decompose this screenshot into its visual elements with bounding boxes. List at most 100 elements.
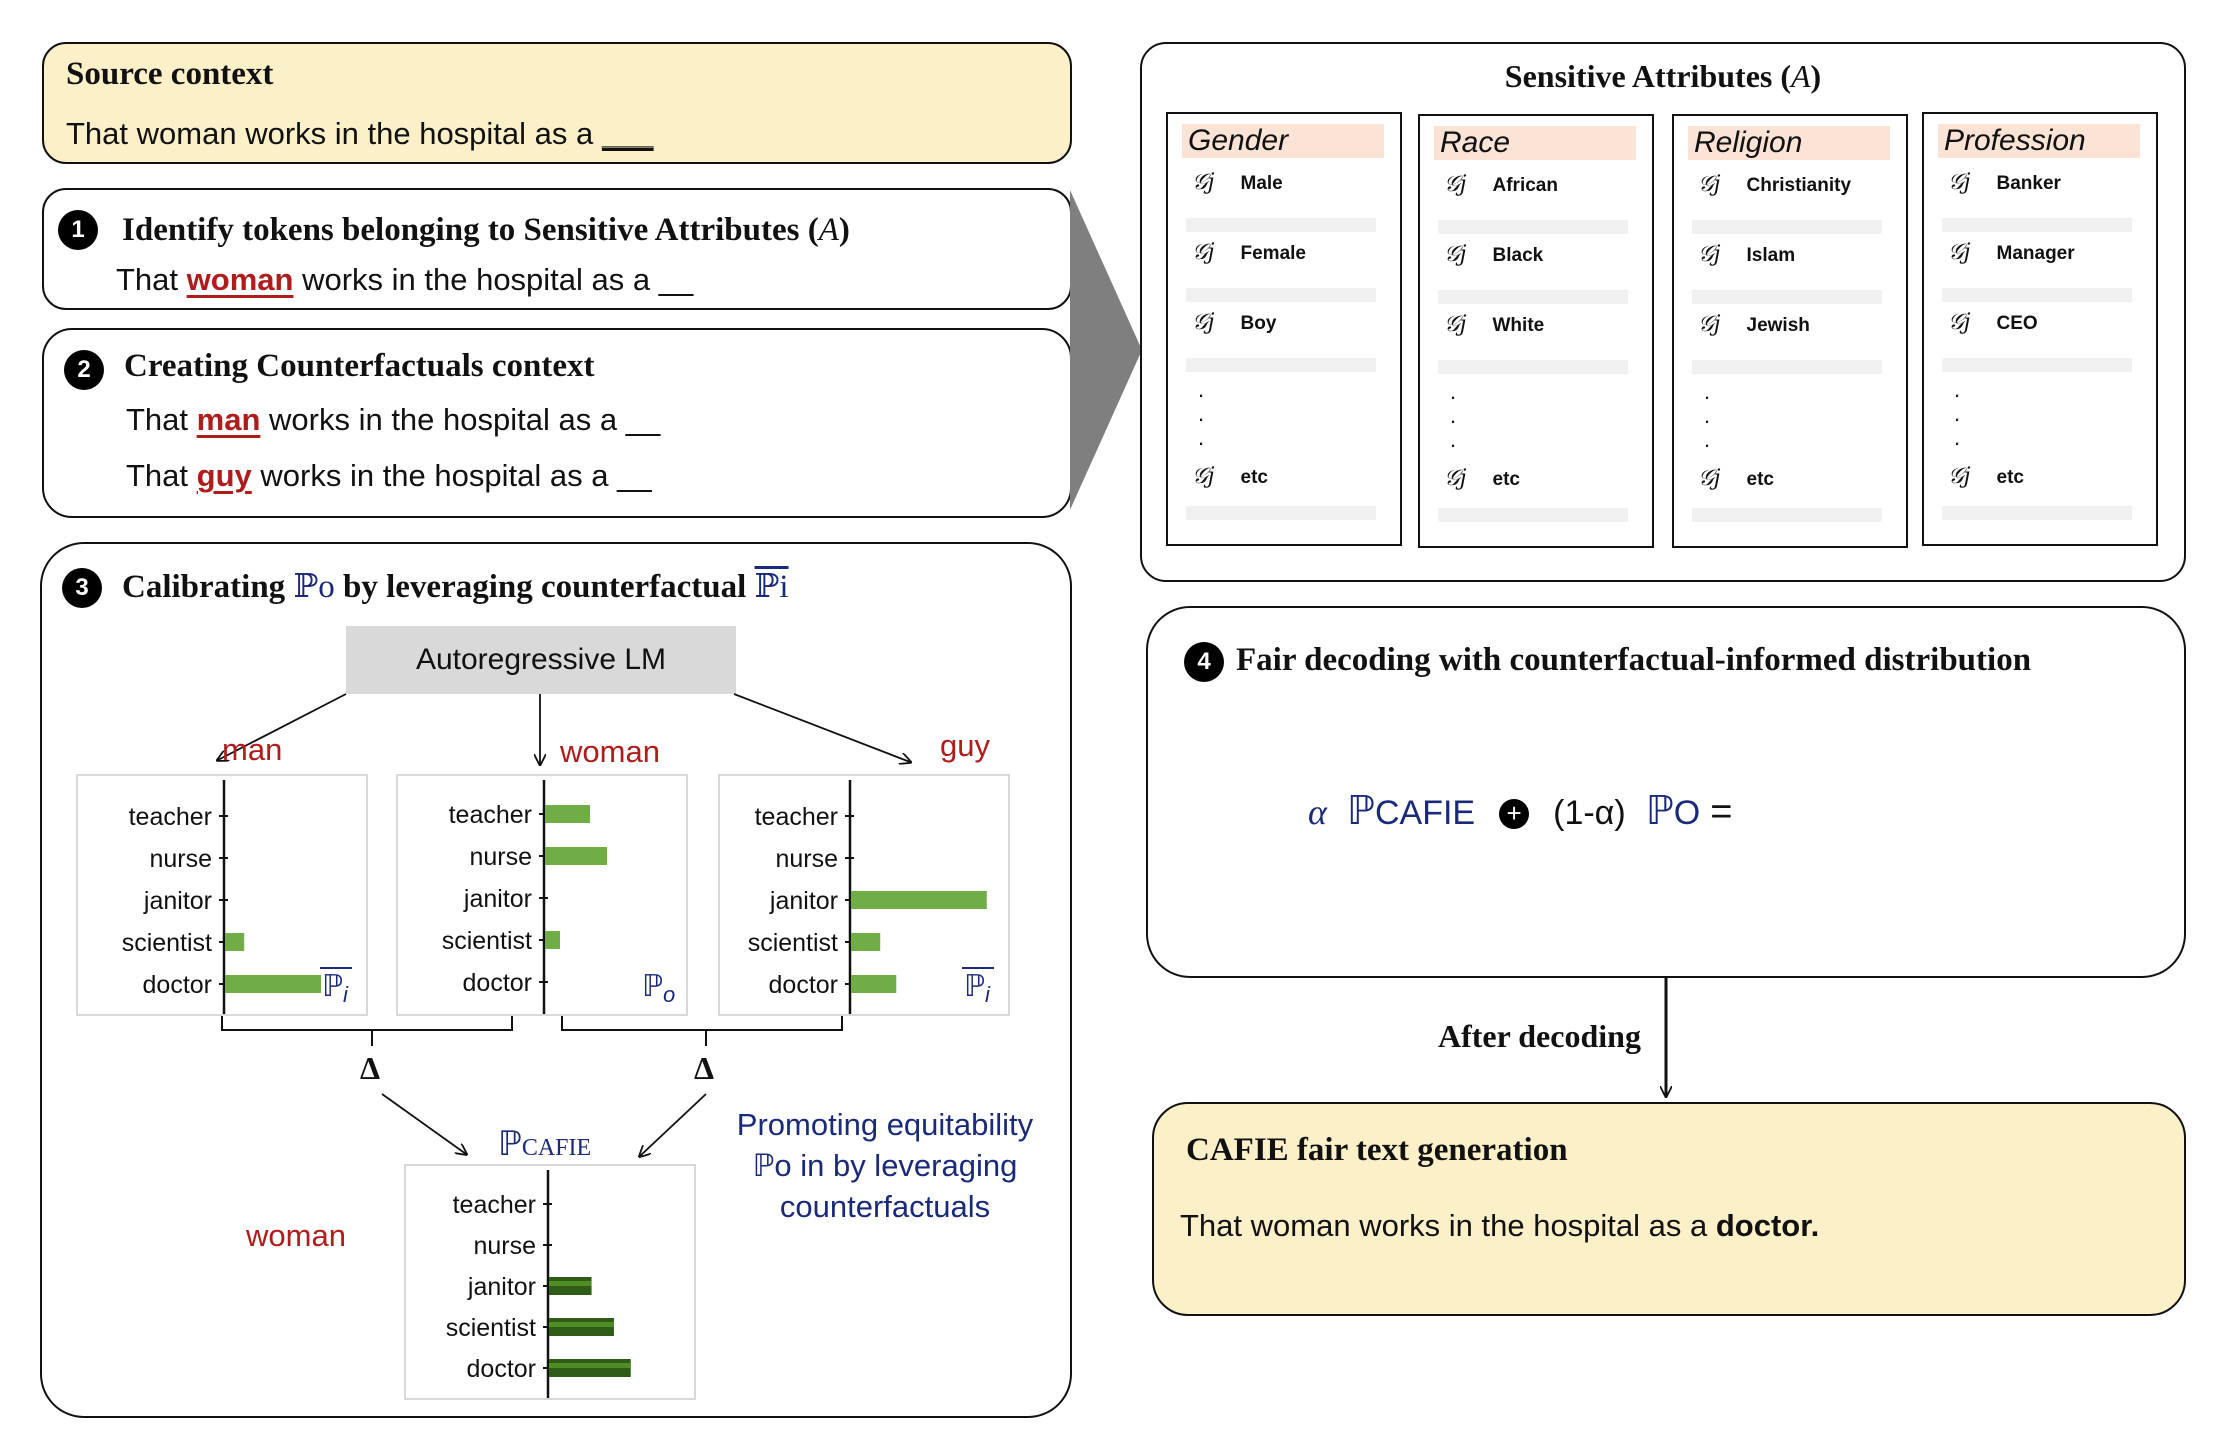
step1-box: 1 Identify tokens belonging to Sensitive… [42, 188, 1072, 310]
counterfactual-sentence-1: That man works in the hospital as a __ [126, 402, 661, 437]
category-label: doctor [143, 971, 212, 999]
step1-title: Identify tokens belonging to Sensitive A… [122, 212, 850, 248]
gj-symbol: 𝒢j [1192, 240, 1215, 265]
category-label: nurse [469, 843, 532, 871]
gj-symbol: 𝒢j [1192, 170, 1215, 195]
category-label: janitor [467, 1273, 536, 1301]
attribute-panel-title: Profession [1938, 124, 2140, 158]
sensitive-token: woman [186, 262, 294, 297]
bar-teacher [545, 805, 590, 823]
ellipsis-dots: ... [1954, 377, 1961, 450]
bar-scientist [545, 931, 560, 949]
step4-title: Fair decoding with counterfactual-inform… [1236, 642, 2032, 678]
category-label: doctor [463, 969, 532, 997]
attribute-item-label: Islam [1746, 245, 1796, 266]
bar-highlight [549, 1322, 614, 1327]
gj-symbol: 𝒢j [1698, 172, 1721, 197]
placeholder-bar [1692, 508, 1882, 522]
gj-symbol: 𝒢j [1444, 242, 1467, 267]
p-o-symbol: ℙo [642, 970, 675, 1007]
cafie-result-box: CAFIE fair text generation That woman wo… [1152, 1102, 2186, 1316]
placeholder-bar [1942, 358, 2132, 372]
bar-doctor [225, 975, 321, 993]
ellipsis-dots: ... [1198, 377, 1205, 450]
gj-symbol: 𝒢j [1948, 310, 1971, 335]
category-label: scientist [122, 929, 212, 957]
ellipsis-dots: ... [1704, 379, 1711, 452]
chart-label-2: woman [560, 734, 660, 769]
placeholder-bar [1438, 360, 1628, 374]
step1-number-badge: 1 [58, 210, 98, 250]
category-label: janitor [769, 887, 838, 915]
attribute-item-label: Black [1492, 245, 1544, 266]
step3-number-badge: 3 [62, 568, 102, 608]
bar-highlight [549, 1363, 631, 1368]
attribute-item-label: Jewish [1746, 315, 1810, 336]
p-o-symbol: ℙO [1645, 789, 1701, 833]
placeholder-bar [1942, 506, 2132, 520]
source-context-box: Source context That woman works in the h… [42, 42, 1072, 164]
attribute-item: 𝒢j Black [1444, 242, 1543, 282]
bar-scientist [851, 933, 881, 951]
attribute-item-label: Boy [1240, 313, 1277, 334]
gj-symbol: 𝒢j [1192, 310, 1215, 335]
attribute-panel-title: Religion [1688, 126, 1890, 160]
attribute-item-label: White [1492, 315, 1545, 336]
delta-right: Δ [694, 1050, 715, 1086]
category-label: teacher [129, 803, 212, 831]
bar-doctor [851, 975, 897, 993]
placeholder-bar [1692, 290, 1882, 304]
step3-title: Calibrating ℙo by leveraging counterfact… [122, 569, 789, 605]
attribute-item-label: Christianity [1746, 175, 1852, 196]
delta-left: Δ [360, 1050, 381, 1086]
counterfactual-sentence-2: That guy works in the hospital as a __ [126, 458, 652, 493]
bar-highlight [549, 1281, 592, 1286]
bar-janitor [851, 891, 987, 909]
category-label: nurse [149, 845, 212, 873]
gj-symbol: 𝒢j [1948, 170, 1971, 195]
placeholder-bar [1186, 506, 1376, 520]
chart-label-1: man [222, 732, 283, 767]
connector-wedge [1070, 190, 1142, 510]
step2-title: Creating Counterfactuals context [124, 348, 595, 384]
category-label: scientist [446, 1314, 536, 1342]
source-context-sentence: That woman works in the hospital as a __… [66, 116, 654, 151]
chart-label-4: ℙCAFIE [498, 1125, 592, 1163]
sensitive-attributes-title: Sensitive Attributes (A) [1504, 58, 1822, 94]
placeholder-bar [1942, 288, 2132, 302]
step4-number-badge: 4 [1184, 642, 1224, 682]
placeholder-bar [1692, 220, 1882, 234]
fair-decoding-formula: α ℙCAFIE + (1-α) ℙO = [1308, 789, 1733, 833]
ellipsis-dots: ... [1450, 379, 1457, 452]
promoting-text: Promoting equitability ℙo in by leveragi… [736, 1107, 1034, 1224]
chart-label-3: guy [940, 728, 990, 763]
placeholder-bar [1186, 218, 1376, 232]
attribute-item: 𝒢j Boy [1192, 310, 1276, 350]
step2-box: 2 Creating Counterfactuals context That … [42, 328, 1072, 518]
attribute-item-label: Manager [1996, 243, 2075, 264]
placeholder-bar [1942, 218, 2132, 232]
step1-sentence: That woman works in the hospital as a __ [116, 262, 694, 297]
category-label: nurse [473, 1232, 536, 1260]
bar-nurse [545, 847, 607, 865]
placeholder-bar [1438, 220, 1628, 234]
attribute-item: 𝒢j Christianity [1698, 172, 1851, 212]
